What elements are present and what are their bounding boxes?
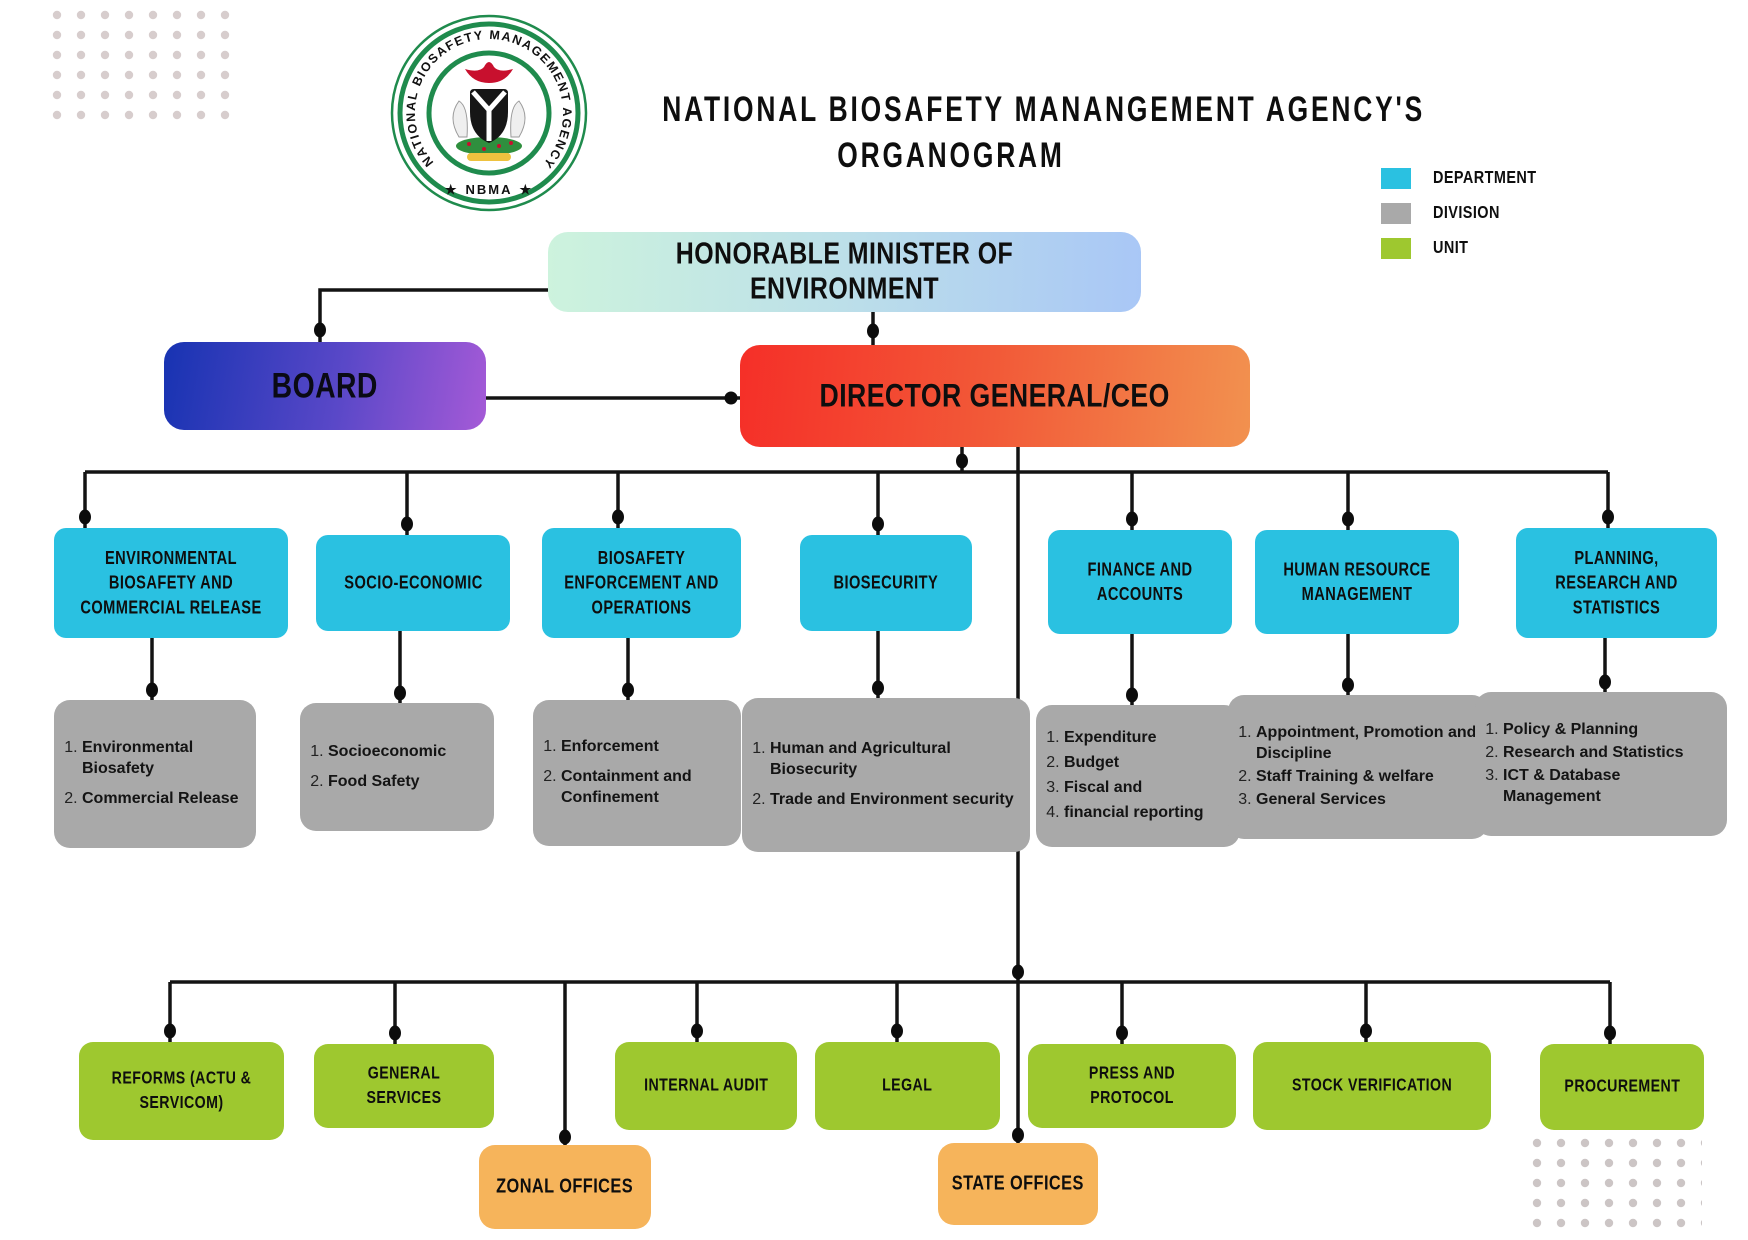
office-label: STATE OFFICES — [951, 1172, 1085, 1195]
division-item: Environmental Biosafety — [82, 738, 248, 780]
dept-biosafety-enforcement: BIOSAFETY ENFORCEMENT AND OPERATIONS — [542, 528, 741, 638]
unit-label: PROCUREMENT — [1564, 1076, 1680, 1096]
dept-label: ENVIRONMENTAL BIOSAFETY AND COMMERCIAL R… — [80, 547, 262, 618]
legend-swatch-division — [1381, 202, 1411, 224]
division-list: Enforcement Containment and Confinement — [537, 728, 733, 817]
page-title: NATIONAL BIOSAFETY MANANGEMENT AGENCY'S … — [590, 86, 1425, 178]
dept-label: SOCIO-ECONOMIC — [343, 572, 483, 593]
dept-biosecurity: BIOSECURITY — [800, 535, 972, 631]
unit-procurement: PROCUREMENT — [1540, 1044, 1704, 1130]
division-biosafety-enforcement: Enforcement Containment and Confinement — [533, 700, 741, 846]
division-item: Commercial Release — [82, 789, 248, 810]
dept-planning-research: PLANNING, RESEARCH AND STATISTICS — [1516, 528, 1717, 638]
legend: DEPARTMENT DIVISION UNIT — [1381, 166, 1555, 271]
unit-internal-audit: INTERNAL AUDIT — [615, 1042, 797, 1130]
unit-general-services: GENERAL SERVICES — [314, 1044, 494, 1128]
unit-label: LEGAL — [882, 1075, 933, 1095]
division-item: Staff Training & welfare — [1256, 767, 1480, 788]
unit-legal: LEGAL — [815, 1042, 1000, 1130]
division-finance-accounts: Expenditure Budget Fiscal and financial … — [1036, 705, 1240, 847]
unit-reforms: REFORMS (ACTU & SERVICOM) — [79, 1042, 284, 1140]
division-human-resource: Appointment, Promotion and Discipline St… — [1228, 695, 1488, 839]
division-list: Expenditure Budget Fiscal and financial … — [1040, 724, 1204, 827]
division-item: ICT & Database Management — [1503, 766, 1719, 808]
page-title-line2: ORGANOGRAM — [837, 134, 1065, 175]
unit-label: REFORMS (ACTU & SERVICOM) — [111, 1068, 252, 1113]
dept-socio-economic: SOCIO-ECONOMIC — [316, 535, 510, 631]
division-list: Human and Agricultural Biosecurity Trade… — [746, 730, 1022, 819]
dept-finance-accounts: FINANCE AND ACCOUNTS — [1048, 530, 1232, 634]
connector-node-dots — [79, 322, 1616, 1145]
division-item: financial reporting — [1064, 803, 1204, 824]
division-item: Human and Agricultural Biosecurity — [770, 739, 1022, 781]
page-title-line1: NATIONAL BIOSAFETY MANANGEMENT AGENCY'S — [662, 88, 1425, 129]
division-item: Food Safety — [328, 772, 446, 793]
unit-label: STOCK VERIFICATION — [1291, 1075, 1453, 1095]
division-item: Policy & Planning — [1503, 720, 1719, 741]
division-item: Appointment, Promotion and Discipline — [1256, 723, 1480, 765]
minister-label: HONORABLE MINISTER OF ENVIRONMENT — [675, 237, 1014, 306]
division-environmental-biosafety: Environmental Biosafety Commercial Relea… — [54, 700, 256, 848]
division-biosecurity: Human and Agricultural Biosecurity Trade… — [742, 698, 1030, 852]
division-list: Environmental Biosafety Commercial Relea… — [58, 729, 248, 818]
coat-of-arms — [452, 62, 526, 161]
division-item: Socioeconomic — [328, 742, 446, 763]
division-item: Expenditure — [1064, 728, 1204, 749]
division-list: Policy & Planning Research and Statistic… — [1479, 718, 1719, 809]
division-list: Socioeconomic Food Safety — [304, 733, 446, 802]
division-item: Enforcement — [561, 737, 733, 758]
unit-stock-verification: STOCK VERIFICATION — [1253, 1042, 1491, 1130]
office-zonal: ZONAL OFFICES — [479, 1145, 651, 1229]
unit-label: INTERNAL AUDIT — [643, 1075, 769, 1095]
board-label: BOARD — [271, 365, 379, 406]
legend-swatch-department — [1381, 167, 1411, 189]
legend-row-unit: UNIT — [1381, 236, 1555, 260]
legend-label-department: DEPARTMENT — [1433, 167, 1537, 188]
director-general-label: DIRECTOR GENERAL/CEO — [819, 376, 1171, 415]
legend-swatch-unit — [1381, 237, 1411, 259]
legend-row-division: DIVISION — [1381, 201, 1555, 225]
dept-label: BIOSAFETY ENFORCEMENT AND OPERATIONS — [564, 547, 719, 618]
dept-label: FINANCE AND ACCOUNTS — [1087, 559, 1193, 605]
board-box: BOARD — [164, 342, 486, 430]
division-item: Trade and Environment security — [770, 790, 1022, 811]
legend-label-division: DIVISION — [1433, 202, 1500, 223]
office-label: ZONAL OFFICES — [496, 1175, 634, 1198]
nbma-logo: NATIONAL BIOSAFETY MANAGEMENT AGENCY ★NB… — [390, 14, 588, 212]
legend-row-department: DEPARTMENT — [1381, 166, 1555, 190]
unit-label: PRESS AND PROTOCOL — [1088, 1063, 1176, 1108]
decor-dot-grid-top-left — [52, 10, 236, 128]
dept-label: PLANNING, RESEARCH AND STATISTICS — [1555, 547, 1678, 618]
division-item: Fiscal and — [1064, 778, 1204, 799]
logo-acronym: ★NBMA★ — [445, 182, 533, 197]
division-socio-economic: Socioeconomic Food Safety — [300, 703, 494, 831]
minister-box: HONORABLE MINISTER OF ENVIRONMENT — [548, 232, 1141, 312]
dept-label: BIOSECURITY — [833, 572, 939, 593]
legend-label-unit: UNIT — [1433, 237, 1469, 258]
dept-environmental-biosafety: ENVIRONMENTAL BIOSAFETY AND COMMERCIAL R… — [54, 528, 288, 638]
unit-label: GENERAL SERVICES — [366, 1063, 442, 1108]
unit-press-protocol: PRESS AND PROTOCOL — [1028, 1044, 1236, 1128]
director-general-box: DIRECTOR GENERAL/CEO — [740, 345, 1250, 447]
office-state: STATE OFFICES — [938, 1143, 1098, 1225]
division-item: Containment and Confinement — [561, 767, 733, 809]
division-planning-research: Policy & Planning Research and Statistic… — [1475, 692, 1727, 836]
division-list: Appointment, Promotion and Discipline St… — [1232, 721, 1480, 812]
division-item: Budget — [1064, 753, 1204, 774]
division-item: General Services — [1256, 790, 1480, 811]
dept-human-resource: HUMAN RESOURCE MANAGEMENT — [1255, 530, 1459, 634]
dept-label: HUMAN RESOURCE MANAGEMENT — [1283, 559, 1431, 605]
division-item: Research and Statistics — [1503, 743, 1719, 764]
decor-dot-grid-bottom-right — [1532, 1138, 1702, 1238]
